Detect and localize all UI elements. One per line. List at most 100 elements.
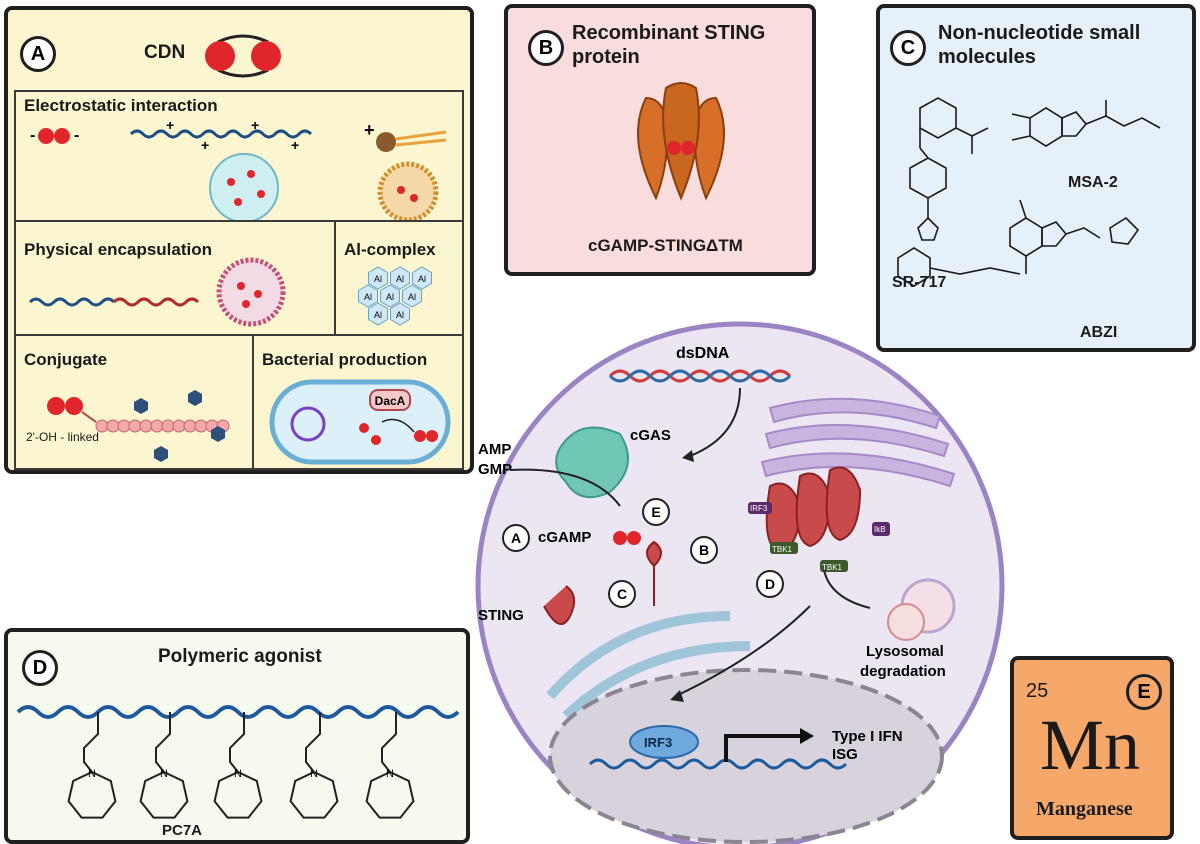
conjugate-bead bbox=[128, 419, 142, 433]
svg-text:DacA: DacA bbox=[375, 394, 406, 408]
conjugate-title: Conjugate bbox=[24, 350, 108, 369]
panel-b-recombinant-sting: B Recombinant STING protein cGAMP-STINGΔ… bbox=[504, 4, 816, 276]
element-symbol: Mn bbox=[1040, 705, 1141, 785]
cdn-icon bbox=[205, 34, 281, 78]
cell-pathway-diagram: IRF3 Type I IFN ISG dsDNA cGAS AMP GMP c… bbox=[475, 321, 1005, 844]
molecule-sr-717: SR-717 bbox=[892, 274, 947, 291]
polymer-side-chain bbox=[83, 712, 99, 773]
isg-label: ISG bbox=[832, 746, 858, 763]
conjugate-bead bbox=[117, 419, 131, 433]
sting-protein-illustration bbox=[637, 82, 725, 201]
bacterial-production-title: Bacterial production bbox=[262, 350, 428, 369]
step-marker-label: E bbox=[651, 504, 660, 520]
panel-c-title-line1: Non-nucleotide small bbox=[938, 22, 1141, 44]
step-marker-label: B bbox=[699, 542, 709, 558]
irf3-nucleus-label: IRF3 bbox=[644, 735, 672, 750]
conjugate-bead bbox=[150, 419, 164, 433]
polymer-side-chain bbox=[155, 712, 171, 773]
conjugate-section: Conjugate 2'-OH - linked bbox=[14, 334, 254, 470]
al-hexagon bbox=[412, 266, 432, 290]
panel-a-title: CDN bbox=[144, 42, 186, 63]
gmp-label: GMP bbox=[478, 461, 512, 478]
panel-e-manganese: E 25 Mn Manganese bbox=[1010, 656, 1174, 840]
al-symbol: Al bbox=[386, 292, 394, 302]
nitrogen-atom-label: N bbox=[160, 768, 168, 780]
cgamp-label: cGAMP bbox=[538, 529, 591, 546]
nitrogen-atom-label: N bbox=[386, 768, 394, 780]
electrostatic-section: Electrostatic interaction - - + + + + + bbox=[14, 90, 464, 222]
panel-d-title: Polymeric agonist bbox=[158, 646, 322, 667]
al-symbol: Al bbox=[374, 274, 382, 284]
al-hexagon bbox=[402, 284, 422, 308]
conjugate-illustration bbox=[47, 390, 230, 462]
al-symbol: Al bbox=[418, 274, 426, 284]
small-molecule-structures bbox=[897, 97, 1161, 287]
step-marker bbox=[502, 524, 530, 552]
polymer-side-chain bbox=[381, 712, 397, 773]
panel-c-label: C bbox=[890, 30, 926, 66]
molecule-msa-2: MSA-2 bbox=[1068, 174, 1118, 191]
conjugate-note: 2'-OH - linked bbox=[26, 430, 99, 444]
al-complex-title: Al-complex bbox=[344, 240, 436, 259]
panel-c-title-line2: molecules bbox=[938, 46, 1036, 68]
bacterium-illustration: DacA bbox=[269, 379, 451, 465]
al-symbol: Al bbox=[396, 274, 404, 284]
ikb-label: IkB bbox=[874, 525, 886, 534]
cgas-label: cGAS bbox=[630, 427, 671, 444]
step-marker-label: C bbox=[617, 586, 627, 602]
panel-c-small-molecules: C Non-nucleotide small molecules SR-717 … bbox=[876, 4, 1196, 352]
svg-text:+: + bbox=[251, 117, 259, 133]
atomic-number: 25 bbox=[1026, 680, 1049, 702]
step-marker bbox=[608, 580, 636, 608]
polymer-side-chain bbox=[229, 712, 245, 773]
al-symbol: Al bbox=[396, 310, 404, 320]
tbk1-label-2: TBK1 bbox=[822, 563, 843, 572]
panel-b-title-line2: protein bbox=[572, 46, 640, 68]
polymer-side-chain bbox=[305, 712, 321, 773]
panel-d-label: D bbox=[22, 650, 58, 686]
panel-b-title-line1: Recombinant STING bbox=[572, 22, 766, 44]
svg-text:+: + bbox=[166, 117, 174, 133]
molecule-abzi: ABZI bbox=[1080, 324, 1118, 341]
bacterial-production-section: Bacterial production DacA bbox=[252, 334, 464, 470]
physical-encapsulation-title: Physical encapsulation bbox=[24, 240, 213, 259]
panel-e-label: E bbox=[1126, 674, 1162, 710]
panel-d-caption: PC7A bbox=[162, 822, 203, 839]
svg-text:+: + bbox=[364, 120, 375, 140]
svg-text:-: - bbox=[30, 127, 35, 144]
lysosomal-label-line1: Lysosomal bbox=[866, 643, 944, 660]
al-hexagon bbox=[368, 302, 388, 326]
step-marker bbox=[690, 536, 718, 564]
sting-label: STING bbox=[478, 607, 524, 624]
conjugate-bead bbox=[161, 419, 175, 433]
step-marker bbox=[642, 498, 670, 526]
svg-text:+: + bbox=[201, 137, 209, 153]
al-hexagon bbox=[390, 302, 410, 326]
element-name: Manganese bbox=[1036, 798, 1133, 820]
panel-b-caption: cGAMP-STINGΔTM bbox=[588, 236, 743, 255]
al-hexagon bbox=[368, 266, 388, 290]
azepane-ring bbox=[67, 770, 117, 819]
conjugate-bead bbox=[106, 419, 120, 433]
nitrogen-atom-label: N bbox=[234, 768, 242, 780]
encapsulation-illustration bbox=[28, 257, 286, 327]
conjugate-bead bbox=[183, 419, 197, 433]
azepane-ring bbox=[139, 770, 189, 819]
azepane-ring bbox=[213, 770, 263, 819]
svg-text:-: - bbox=[74, 127, 79, 144]
amp-label: AMP bbox=[478, 441, 511, 458]
azepane-ring bbox=[365, 770, 415, 819]
irf3-protein-label: IRF3 bbox=[750, 504, 768, 513]
electrostatic-title: Electrostatic interaction bbox=[24, 96, 218, 115]
panel-a-label: A bbox=[20, 36, 56, 72]
svg-text:+: + bbox=[291, 137, 299, 153]
panel-b-label: B bbox=[528, 30, 564, 66]
physical-encapsulation-section: Physical encapsulation bbox=[14, 220, 336, 336]
al-hexagon bbox=[358, 284, 378, 308]
al-symbol: Al bbox=[364, 292, 372, 302]
electrostatic-illustration: - - + + + + + bbox=[30, 117, 447, 222]
